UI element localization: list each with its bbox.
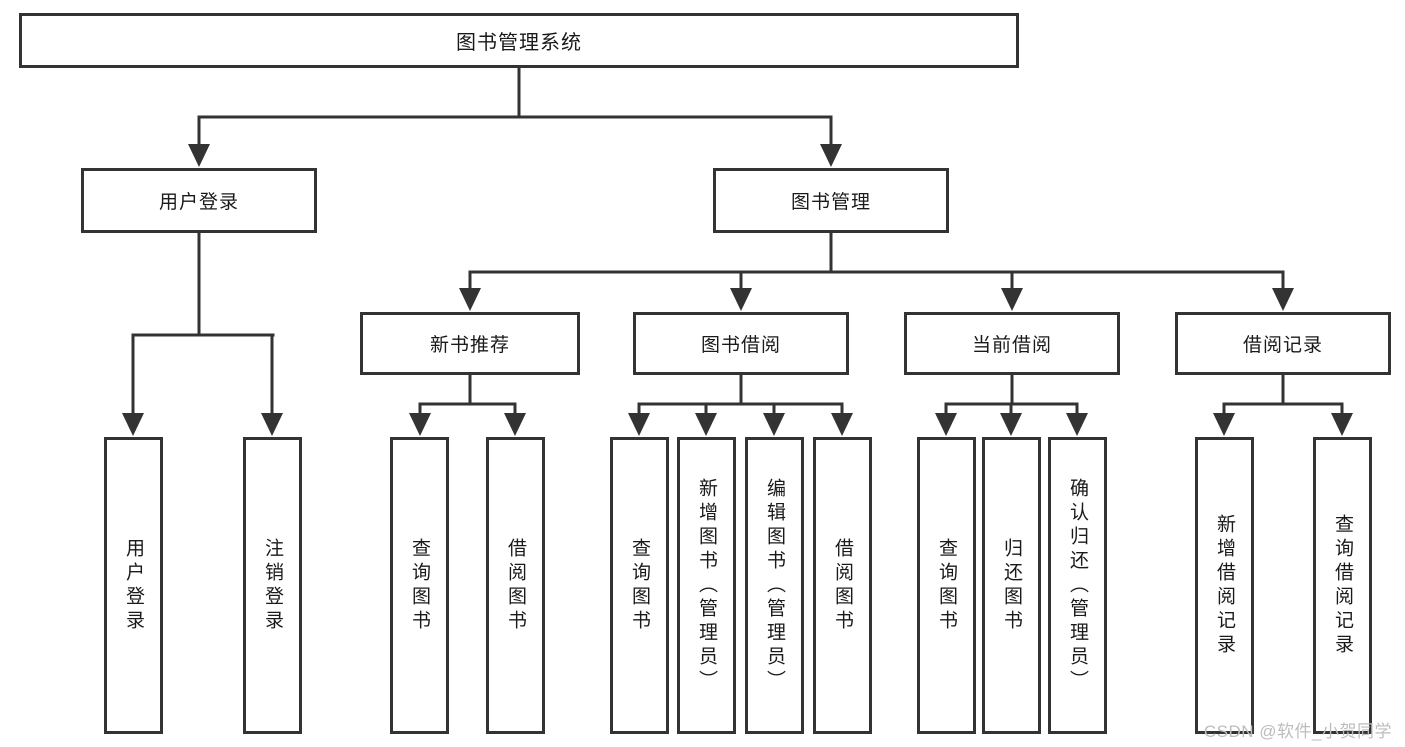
arrowhead-down-icon <box>763 413 785 436</box>
leaf-query-borrow-record: 查询借阅记录 <box>1313 437 1372 734</box>
arrowhead-down-icon <box>122 413 144 436</box>
arrowhead-down-icon <box>1272 288 1294 311</box>
leaf-confirm-return-admin: 确认归还（管理员） <box>1048 437 1107 734</box>
node-current-borrow: 当前借阅 <box>904 312 1120 375</box>
arrowhead-down-icon <box>1331 413 1353 436</box>
node-book-management: 图书管理 <box>713 168 949 233</box>
leaf-borrow-book-recommend: 借阅图书 <box>486 437 545 734</box>
leaf-return-book: 归还图书 <box>982 437 1041 734</box>
node-borrow-records: 借阅记录 <box>1175 312 1391 375</box>
arrowhead-down-icon <box>628 413 650 436</box>
watermark: CSDN @软件_小贺同学 <box>1203 722 1392 741</box>
leaf-user-login: 用户登录 <box>104 437 163 734</box>
arrowhead-down-icon <box>459 288 481 311</box>
arrowhead-down-icon <box>1000 413 1022 436</box>
node-user-login: 用户登录 <box>81 168 317 233</box>
leaf-borrow-book: 借阅图书 <box>813 437 872 734</box>
leaf-logout-login: 注销登录 <box>243 437 302 734</box>
leaf-query-book-borrow: 查询图书 <box>610 437 669 734</box>
arrowhead-down-icon <box>504 413 526 436</box>
node-book-borrow: 图书借阅 <box>633 312 849 375</box>
arrowhead-down-icon <box>188 144 210 167</box>
leaf-add-borrow-record: 新增借阅记录 <box>1195 437 1254 734</box>
node-root: 图书管理系统 <box>19 13 1019 68</box>
arrowhead-down-icon <box>695 413 717 436</box>
arrowhead-down-icon <box>831 413 853 436</box>
node-new-book-recommend: 新书推荐 <box>360 312 580 375</box>
arrowhead-down-icon <box>1213 413 1235 436</box>
arrowhead-down-icon <box>1001 288 1023 311</box>
arrowhead-down-icon <box>730 288 752 311</box>
arrowhead-down-icon <box>409 413 431 436</box>
arrowhead-down-icon <box>1066 413 1088 436</box>
leaf-add-book-admin: 新增图书（管理员） <box>677 437 736 734</box>
arrowhead-down-icon <box>820 144 842 167</box>
leaf-query-book-recommend: 查询图书 <box>390 437 449 734</box>
leaf-query-book-current: 查询图书 <box>917 437 976 734</box>
leaf-edit-book-admin: 编辑图书（管理员） <box>745 437 804 734</box>
arrowhead-down-icon <box>935 413 957 436</box>
arrowhead-down-icon <box>261 413 283 436</box>
